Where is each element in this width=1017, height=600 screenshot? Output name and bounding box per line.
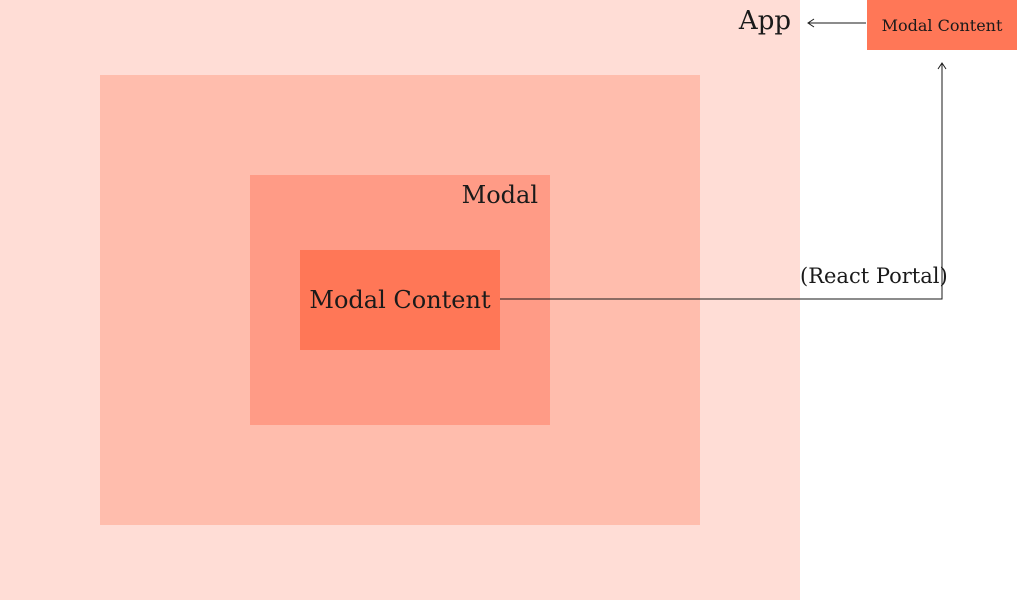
modal-content-box: Modal Content [300, 250, 500, 350]
portal-modal-content-box: Modal Content [867, 0, 1017, 50]
app-arrowhead [807, 18, 815, 28]
portal-modal-content-label: Modal Content [881, 15, 1003, 35]
react-portal-caption: (React Portal) [800, 264, 948, 288]
portal-arrowhead [937, 62, 947, 70]
app-label: App [738, 6, 791, 36]
modal-content-label: Modal Content [309, 286, 491, 314]
modal-label: Modal [461, 181, 538, 209]
